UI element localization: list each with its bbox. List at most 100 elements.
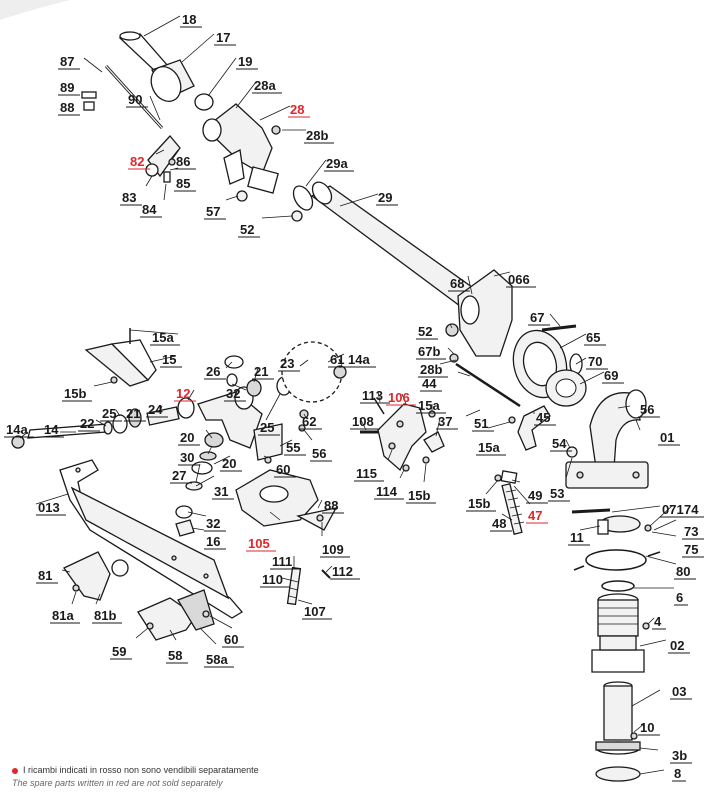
seal-8 [595, 766, 641, 782]
part-label-15a: 15a [478, 440, 500, 455]
part-label-56: 56 [312, 446, 326, 461]
bearing-25-left [112, 414, 128, 434]
part-label-14a: 14a [348, 352, 370, 367]
screw-15b-mid [422, 456, 430, 464]
ring-30 [199, 451, 217, 461]
nut-14a-right [333, 365, 347, 379]
part-label-48: 48 [492, 516, 506, 531]
part-label-8: 8 [674, 766, 681, 781]
part-label-01: 01 [660, 430, 674, 445]
screw-15b-left [110, 376, 118, 384]
pin-10 [630, 732, 638, 740]
screw-15a-right [508, 416, 516, 424]
o-ring-19 [194, 93, 214, 111]
part-label-31: 31 [214, 484, 228, 499]
screw-81a [72, 584, 80, 592]
washer-32-lower [175, 505, 193, 519]
screw-114 [402, 464, 410, 472]
bushing-53 [566, 446, 578, 458]
part-label-74: 74 [684, 502, 699, 517]
part-label-113: 113 [362, 388, 383, 403]
part-label-68: 68 [450, 276, 464, 291]
part-label-51: 51 [474, 416, 488, 431]
part-label-105: 105 [248, 536, 270, 551]
part-label-15b: 15b [468, 496, 490, 511]
bolt-67 [541, 324, 577, 332]
ring-31 [185, 481, 203, 491]
part-label-47: 47 [528, 508, 542, 523]
arm-bracket-105 [235, 469, 319, 527]
part-label-28: 28 [290, 102, 304, 117]
part-label-112: 112 [332, 564, 353, 579]
part-label-20: 20 [180, 430, 194, 445]
screw-4 [642, 622, 650, 630]
part-label-61: 61 [330, 352, 344, 367]
part-label-60: 60 [276, 462, 290, 477]
part-label-03: 03 [672, 684, 686, 699]
riser-tube-03 [603, 681, 633, 741]
part-label-83: 83 [122, 190, 136, 205]
part-label-11: 11 [570, 530, 584, 545]
part-label-65: 65 [586, 330, 600, 345]
part-label-37: 37 [438, 414, 452, 429]
pin-112 [321, 569, 331, 579]
part-label-32: 32 [206, 516, 220, 531]
washer-22 [103, 421, 113, 435]
part-label-85: 85 [176, 176, 190, 191]
part-label-15a: 15a [418, 398, 440, 413]
screw-74 [644, 524, 652, 532]
bushing-52 [291, 210, 303, 222]
part-label-62: 62 [302, 414, 316, 429]
nut-28b [271, 125, 281, 135]
part-label-30: 30 [180, 450, 194, 465]
part-label-32: 32 [226, 386, 240, 401]
part-label-115: 115 [356, 466, 377, 481]
frame-013 [59, 459, 243, 619]
part-label-28b: 28b [420, 362, 442, 377]
part-label-12: 12 [176, 386, 190, 401]
bearing-21-left [128, 408, 142, 428]
part-label-84: 84 [142, 202, 157, 217]
bearing-20 [191, 461, 213, 475]
lever-45 [517, 405, 551, 451]
part-label-82: 82 [130, 154, 144, 169]
part-label-071: 071 [662, 502, 684, 517]
part-label-29: 29 [378, 190, 392, 205]
washer-32-upper [226, 373, 238, 387]
part-label-110: 110 [262, 572, 283, 587]
part-label-88: 88 [324, 498, 338, 513]
part-label-52: 52 [418, 324, 432, 339]
part-label-066: 066 [508, 272, 530, 287]
part-label-67b: 67b [418, 344, 440, 359]
part-label-54: 54 [552, 436, 567, 451]
part-label-56: 56 [640, 402, 654, 417]
part-label-75: 75 [684, 542, 698, 557]
part-label-81a: 81a [52, 608, 74, 623]
part-label-18: 18 [182, 12, 196, 27]
screw-113 [373, 397, 385, 415]
part-label-45: 45 [536, 410, 550, 425]
shaft-24 [146, 406, 180, 426]
sprocket-61 [281, 341, 343, 403]
nozzle-nut [150, 59, 195, 103]
bearing-housing-02 [591, 593, 645, 673]
part-label-86: 86 [176, 154, 190, 169]
part-label-90: 90 [128, 92, 142, 107]
part-label-26: 26 [206, 364, 220, 379]
part-label-87: 87 [60, 54, 74, 69]
part-label-55: 55 [286, 440, 300, 455]
part-label-19: 19 [238, 54, 252, 69]
part-label-22: 22 [80, 416, 94, 431]
range-tube-holder [202, 103, 279, 194]
part-label-27: 27 [172, 468, 186, 483]
part-label-70: 70 [588, 354, 602, 369]
part-label-49: 49 [528, 488, 542, 503]
nut-3b [595, 741, 641, 755]
part-label-25: 25 [260, 420, 274, 435]
pad-58 [137, 597, 197, 641]
pin-44 [455, 362, 521, 408]
part-label-20: 20 [222, 456, 236, 471]
part-label-24: 24 [148, 402, 163, 417]
reversing-arm-106 [377, 403, 427, 472]
part-label-4: 4 [654, 614, 662, 629]
